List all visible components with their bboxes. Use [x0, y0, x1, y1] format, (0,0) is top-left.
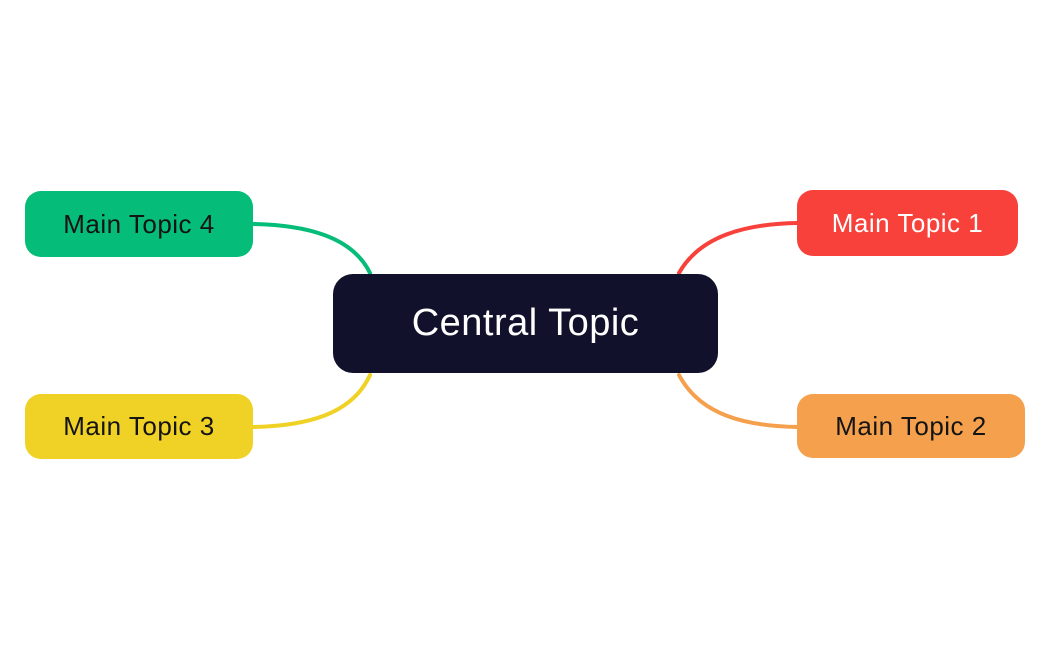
main-topic-4-node[interactable]: Main Topic 4	[25, 191, 253, 257]
main-topic-2-node[interactable]: Main Topic 2	[797, 394, 1025, 458]
connector-central-to-topic-3	[251, 373, 372, 429]
main-topic-4-label: Main Topic 4	[63, 208, 215, 239]
central-topic-node[interactable]: Central Topic	[333, 274, 718, 373]
connector-central-to-topic-1	[677, 221, 799, 275]
main-topic-3-node[interactable]: Main Topic 3	[25, 394, 253, 459]
central-topic-label: Central Topic	[411, 302, 640, 344]
main-topic-3-label: Main Topic 3	[63, 411, 215, 441]
main-topic-2-label: Main Topic 2	[835, 410, 987, 441]
connector-central-to-topic-2	[677, 373, 799, 429]
main-topic-1-node[interactable]: Main Topic 1	[797, 190, 1018, 256]
main-topic-1-label: Main Topic 1	[831, 207, 984, 238]
connector-central-to-topic-4	[251, 222, 372, 275]
